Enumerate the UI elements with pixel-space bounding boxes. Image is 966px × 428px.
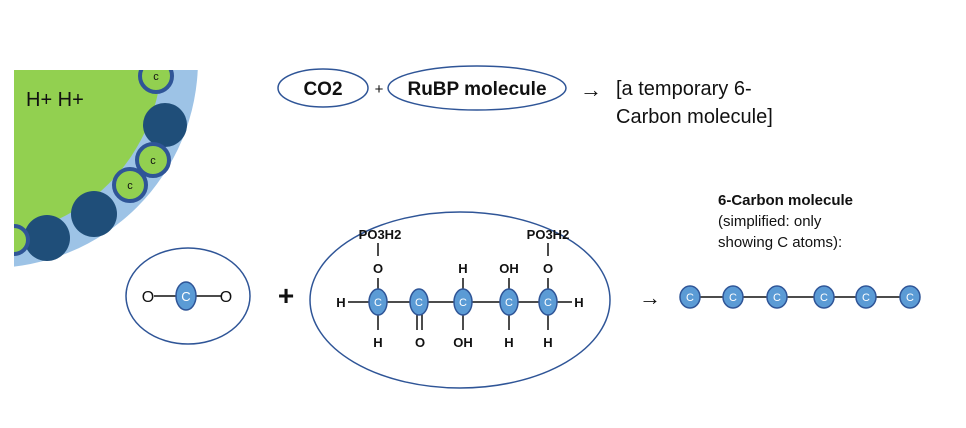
rubp-carbon-atom [453,288,473,316]
equation-row: CO2 + RuBP molecule → [277,65,602,111]
rubp-ellipse [387,65,567,111]
hydrogen-bottom: H [543,335,552,350]
co2-carbon-label: C [181,289,190,304]
rubp-carbon-label: C [415,297,423,309]
reaction-arrow: → [639,285,661,310]
rubp-structure: C C C C C PO3H2 PO3H2 O O H OH H H H O O… [309,211,611,389]
co2-label: CO2 [303,79,342,100]
result-line: [a temporary 6- [616,78,752,100]
chain-carbon-atom [899,285,921,309]
carbon-label: c [150,155,156,167]
membrane-protein [71,191,117,237]
chain-carbon-label: C [862,292,870,304]
hydrogen-left: H [336,295,345,310]
proton-label: H+ H+ [26,89,84,111]
phosphate-left: PO3H2 [359,227,402,242]
big-plus-sign: + [278,280,294,311]
rubp-label: RuBP molecule [407,79,546,100]
rubp-carbon-labels: C C C C C [374,297,552,309]
equation-result: [a temporary 6- Carbon molecule] [616,75,773,131]
six-carbon-chain: C C C C C C [679,285,921,309]
chain-carbon-atom [722,285,744,309]
thylakoid-section: c c c H+ H+ [14,70,198,267]
hydroxyl-top: OH [499,261,519,276]
chain-carbon-atom [855,285,877,309]
co2-ellipse [277,68,369,108]
chain-carbon-atom [813,285,835,309]
chain-carbon-label: C [820,292,828,304]
rubp-carbon-label: C [459,297,467,309]
rubp-bonds [377,243,549,330]
oxygen-right: O [543,261,553,276]
co2-oxygen-left: O [142,289,154,306]
co2-molecule-ellipse [125,247,251,345]
chain-carbon-atom [766,285,788,309]
hydroxyl-bottom: OH [453,335,473,350]
rubp-carbon-atom [538,288,558,316]
chain-carbon-label: C [906,292,914,304]
oxygen-bottom: O [415,335,425,350]
rubp-carbon-label: C [505,297,513,309]
six-carbon-title: 6-Carbon molecule [718,192,854,209]
stroma-area [14,70,162,234]
hydrogen-bottom: H [504,335,513,350]
carbon-particle [14,224,30,256]
result-line: Carbon molecule] [616,106,773,128]
rubp-atom-labels: PO3H2 PO3H2 O O H OH H H H O OH H H [336,227,583,350]
six-carbon-caption: 6-Carbon molecule (simplified: only show… [718,190,853,253]
rubp-structure-ellipse [309,211,611,389]
six-carbon-desc: showing C atoms): [718,234,843,251]
rubp-carbon-atom [409,288,429,316]
chain-carbon-atom [679,285,701,309]
co2-molecule: C O O [125,247,251,345]
membrane-protein [143,103,187,147]
carbon-label: c [153,71,159,83]
hydrogen-top: H [458,261,467,276]
equation-arrow: → [580,77,602,102]
chain-carbon-label: C [773,292,781,304]
six-carbon-desc: (simplified: only [718,213,822,230]
carbon-label: c [127,180,133,192]
co2-oxygen-right: O [220,289,232,306]
rubp-carbon-atom [368,288,388,316]
membrane-protein [24,215,70,261]
carbon-particle [135,142,171,178]
chain-carbon-label: C [729,292,737,304]
rubp-carbons [368,288,558,316]
chain-carbon-label: C [686,292,694,304]
rubp-carbon-label: C [374,297,382,309]
rubp-carbon-label: C [544,297,552,309]
phosphate-right: PO3H2 [527,227,570,242]
hydrogen-right: H [574,295,583,310]
oxygen-left: O [373,261,383,276]
hydrogen-bottom: H [373,335,382,350]
carbon-particle [138,70,174,94]
rubp-carbon-atom [499,288,519,316]
plus-sign: + [375,81,384,98]
co2-carbon-atom [175,281,197,311]
carbon-particle [112,167,148,203]
